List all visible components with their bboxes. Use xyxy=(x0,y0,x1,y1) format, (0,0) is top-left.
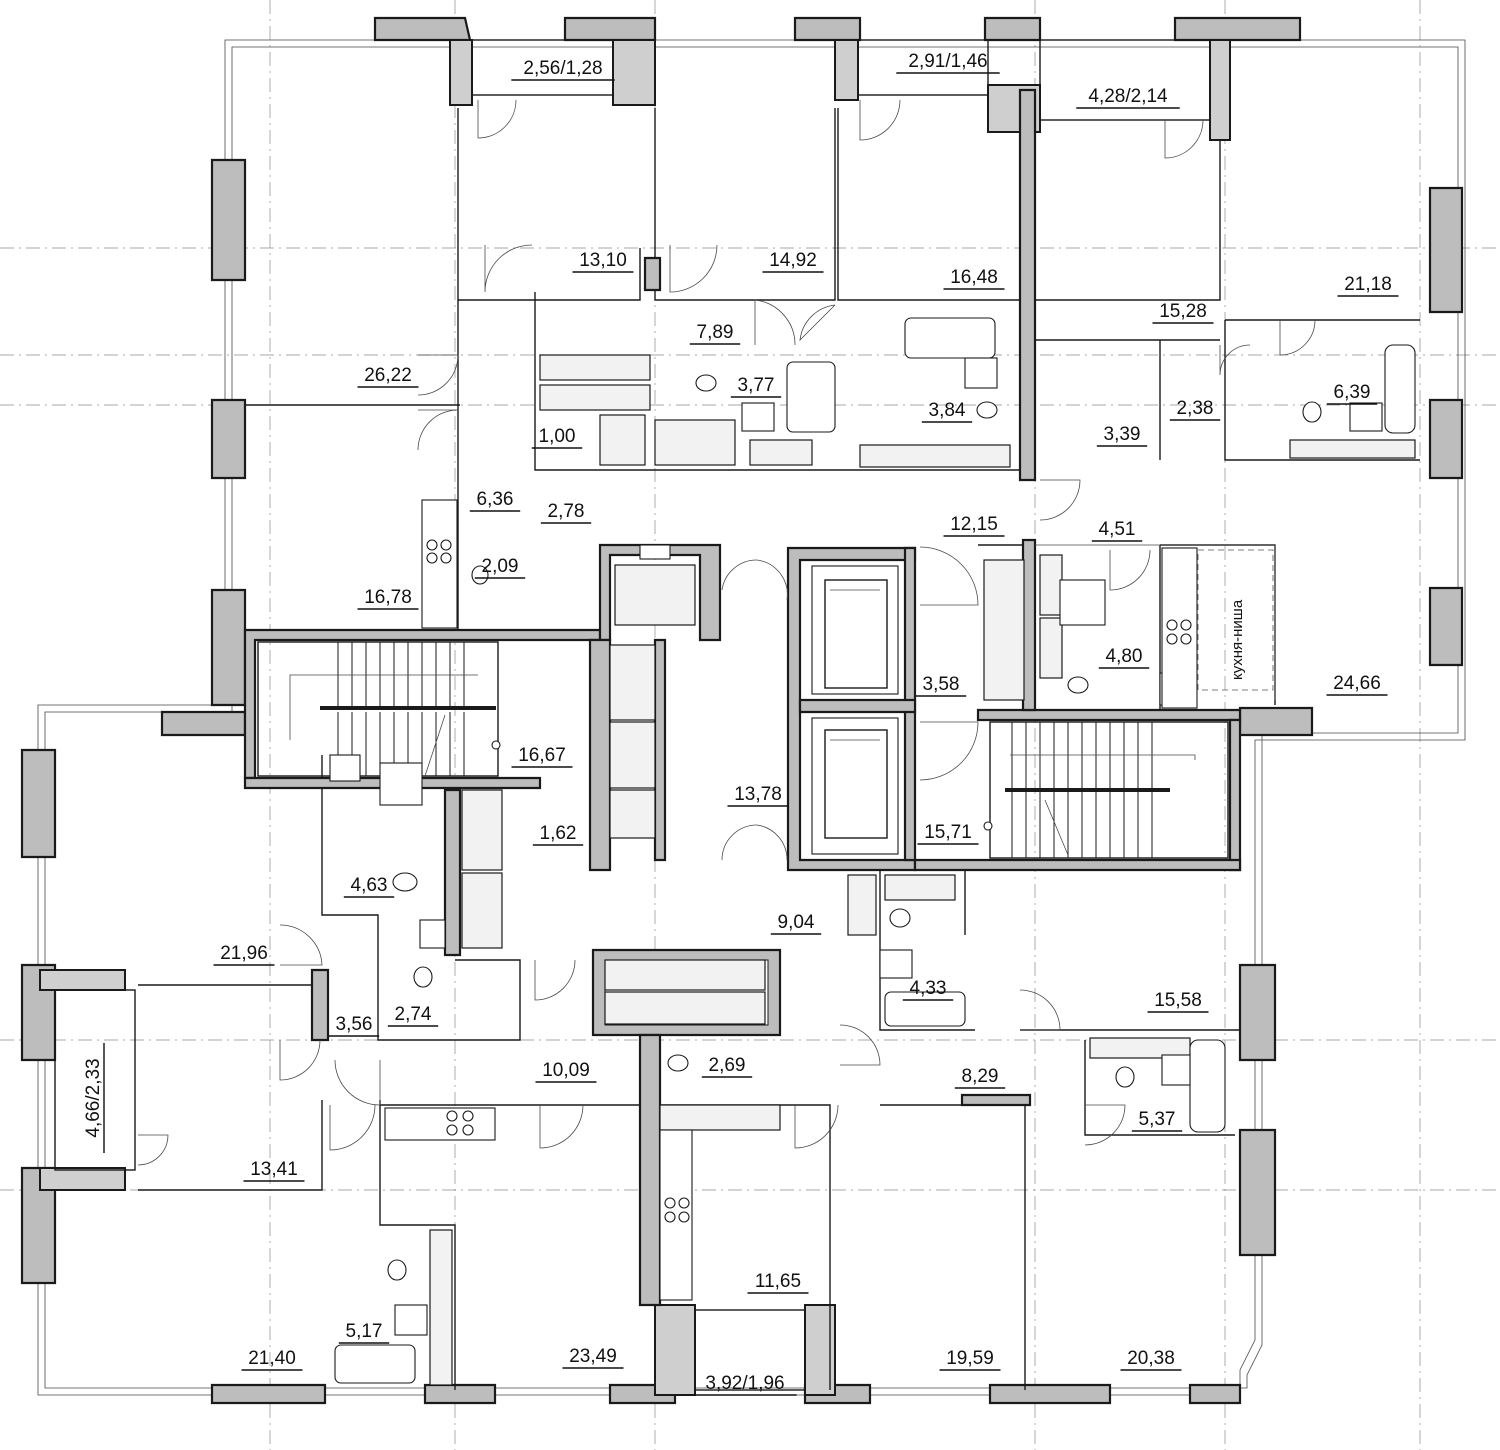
room-area-label: 15,58 xyxy=(1154,990,1202,1011)
room-area-label: 6,39 xyxy=(1334,382,1371,403)
room-area-label: 16,78 xyxy=(364,587,412,608)
room-area-label: 2,38 xyxy=(1177,398,1214,419)
room-area-label: 16,67 xyxy=(518,745,566,766)
room-area-label: 23,49 xyxy=(569,1346,617,1367)
room-area-label: 13,41 xyxy=(250,1159,298,1180)
room-area-label: 13,10 xyxy=(579,250,627,271)
room-area-label: 2,74 xyxy=(395,1004,432,1025)
stair-east xyxy=(983,721,1229,859)
kitchen-niche-label: кухня-ниша xyxy=(1229,599,1246,680)
room-area-label: 1,62 xyxy=(540,823,577,844)
kitchen-counters xyxy=(384,499,1276,1301)
room-area-label: 3,56 xyxy=(336,1014,373,1035)
room-area-label: 4,28/2,14 xyxy=(1088,86,1168,107)
utility-shafts xyxy=(429,354,1416,1386)
room-area-label: 2,09 xyxy=(482,556,519,577)
room-area-label: 2,69 xyxy=(709,1055,746,1076)
room-area-label: 10,09 xyxy=(542,1060,590,1081)
room-area-label: 5,17 xyxy=(346,1321,383,1342)
room-area-label: 3,92/1,96 xyxy=(705,1373,784,1394)
room-area-label: 4,66/2,33 xyxy=(83,1058,104,1137)
room-area-label: 15,28 xyxy=(1159,301,1207,322)
room-area-label: 21,18 xyxy=(1344,274,1392,295)
door-swings xyxy=(137,99,1316,1166)
room-area-label: 20,38 xyxy=(1127,1348,1175,1369)
exterior-piers xyxy=(20,16,1464,1405)
room-area-label: 12,15 xyxy=(950,514,998,535)
room-area-label: 3,39 xyxy=(1104,424,1141,445)
kitchen-niche-outline xyxy=(1197,549,1274,691)
room-area-label: 21,40 xyxy=(248,1348,296,1369)
sanitary-fixtures xyxy=(329,317,1416,1384)
room-area-label: 3,77 xyxy=(738,375,775,396)
room-area-label: 5,37 xyxy=(1139,1109,1176,1130)
room-area-label: 6,36 xyxy=(477,489,514,510)
room-area-label: 2,91/1,46 xyxy=(908,51,987,72)
room-area-label: 4,80 xyxy=(1106,646,1143,667)
room-area-label: 21,96 xyxy=(220,943,268,964)
room-area-label: 11,65 xyxy=(755,1271,801,1292)
room-area-label: 26,22 xyxy=(364,365,412,386)
room-area-label: 9,04 xyxy=(778,912,815,933)
room-area-label: 3,84 xyxy=(929,400,966,421)
room-area-label: 1,00 xyxy=(539,426,576,447)
room-area-label: 16,48 xyxy=(950,267,998,288)
room-area-label: 7,89 xyxy=(697,322,734,343)
room-area-label: 8,29 xyxy=(962,1066,999,1087)
room-area-label: 13,78 xyxy=(734,784,782,805)
room-area-label: 15,71 xyxy=(924,822,972,843)
room-area-label: 19,59 xyxy=(946,1348,994,1369)
room-area-label: 4,63 xyxy=(351,875,388,896)
room-area-label: 2,78 xyxy=(548,501,585,522)
room-area-label: 24,66 xyxy=(1333,673,1381,694)
room-area-label: 14,92 xyxy=(769,250,817,271)
stair-west xyxy=(257,641,501,777)
interior-walls xyxy=(138,108,1420,1390)
room-area-label: 4,33 xyxy=(910,978,947,999)
elevator-shafts xyxy=(811,565,899,855)
room-area-label: 2,56/1,28 xyxy=(523,58,602,79)
area-labels: 2,56/1,28 2,91/1,46 4,28/2,14 13,10 14,92 16,… xyxy=(83,51,1399,1396)
outer-facade xyxy=(37,39,1466,1396)
balconies xyxy=(39,39,1231,1396)
room-area-label: 4,51 xyxy=(1099,519,1136,540)
room-area-label: 3,58 xyxy=(923,674,960,695)
